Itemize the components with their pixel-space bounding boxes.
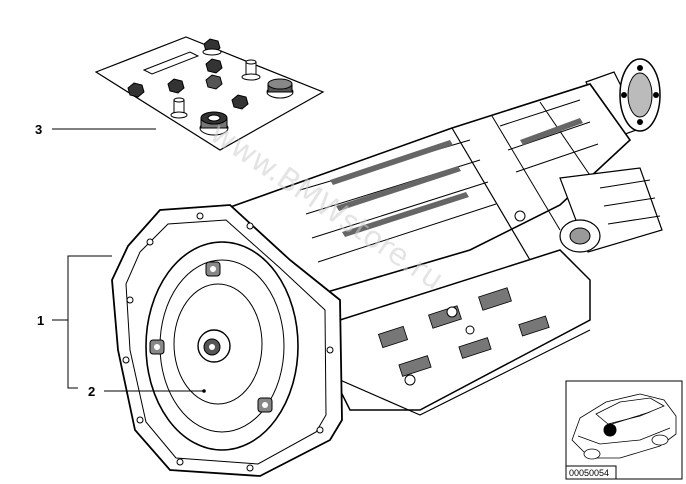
kit-label-plate [142,51,200,75]
callout-number-2: 2 [88,384,95,399]
callout-1: 1 [37,255,112,389]
thumbnail-reference-number: 00050054 [569,468,609,478]
callout-number-3: 3 [35,122,42,137]
part-2-torque-converter[interactable] [145,241,299,451]
car-outline [571,393,677,460]
part-1-automatic-transmission[interactable] [111,58,663,477]
callout-number-1: 1 [37,313,44,328]
vehicle-location-thumbnail: 00050054 [565,380,683,480]
part-3-screw-kit[interactable] [94,36,325,151]
side-filter-cylinder [559,167,663,253]
callout-2: 2 [88,384,206,399]
callout-3: 3 [35,122,156,137]
location-marker-dot [603,423,617,437]
